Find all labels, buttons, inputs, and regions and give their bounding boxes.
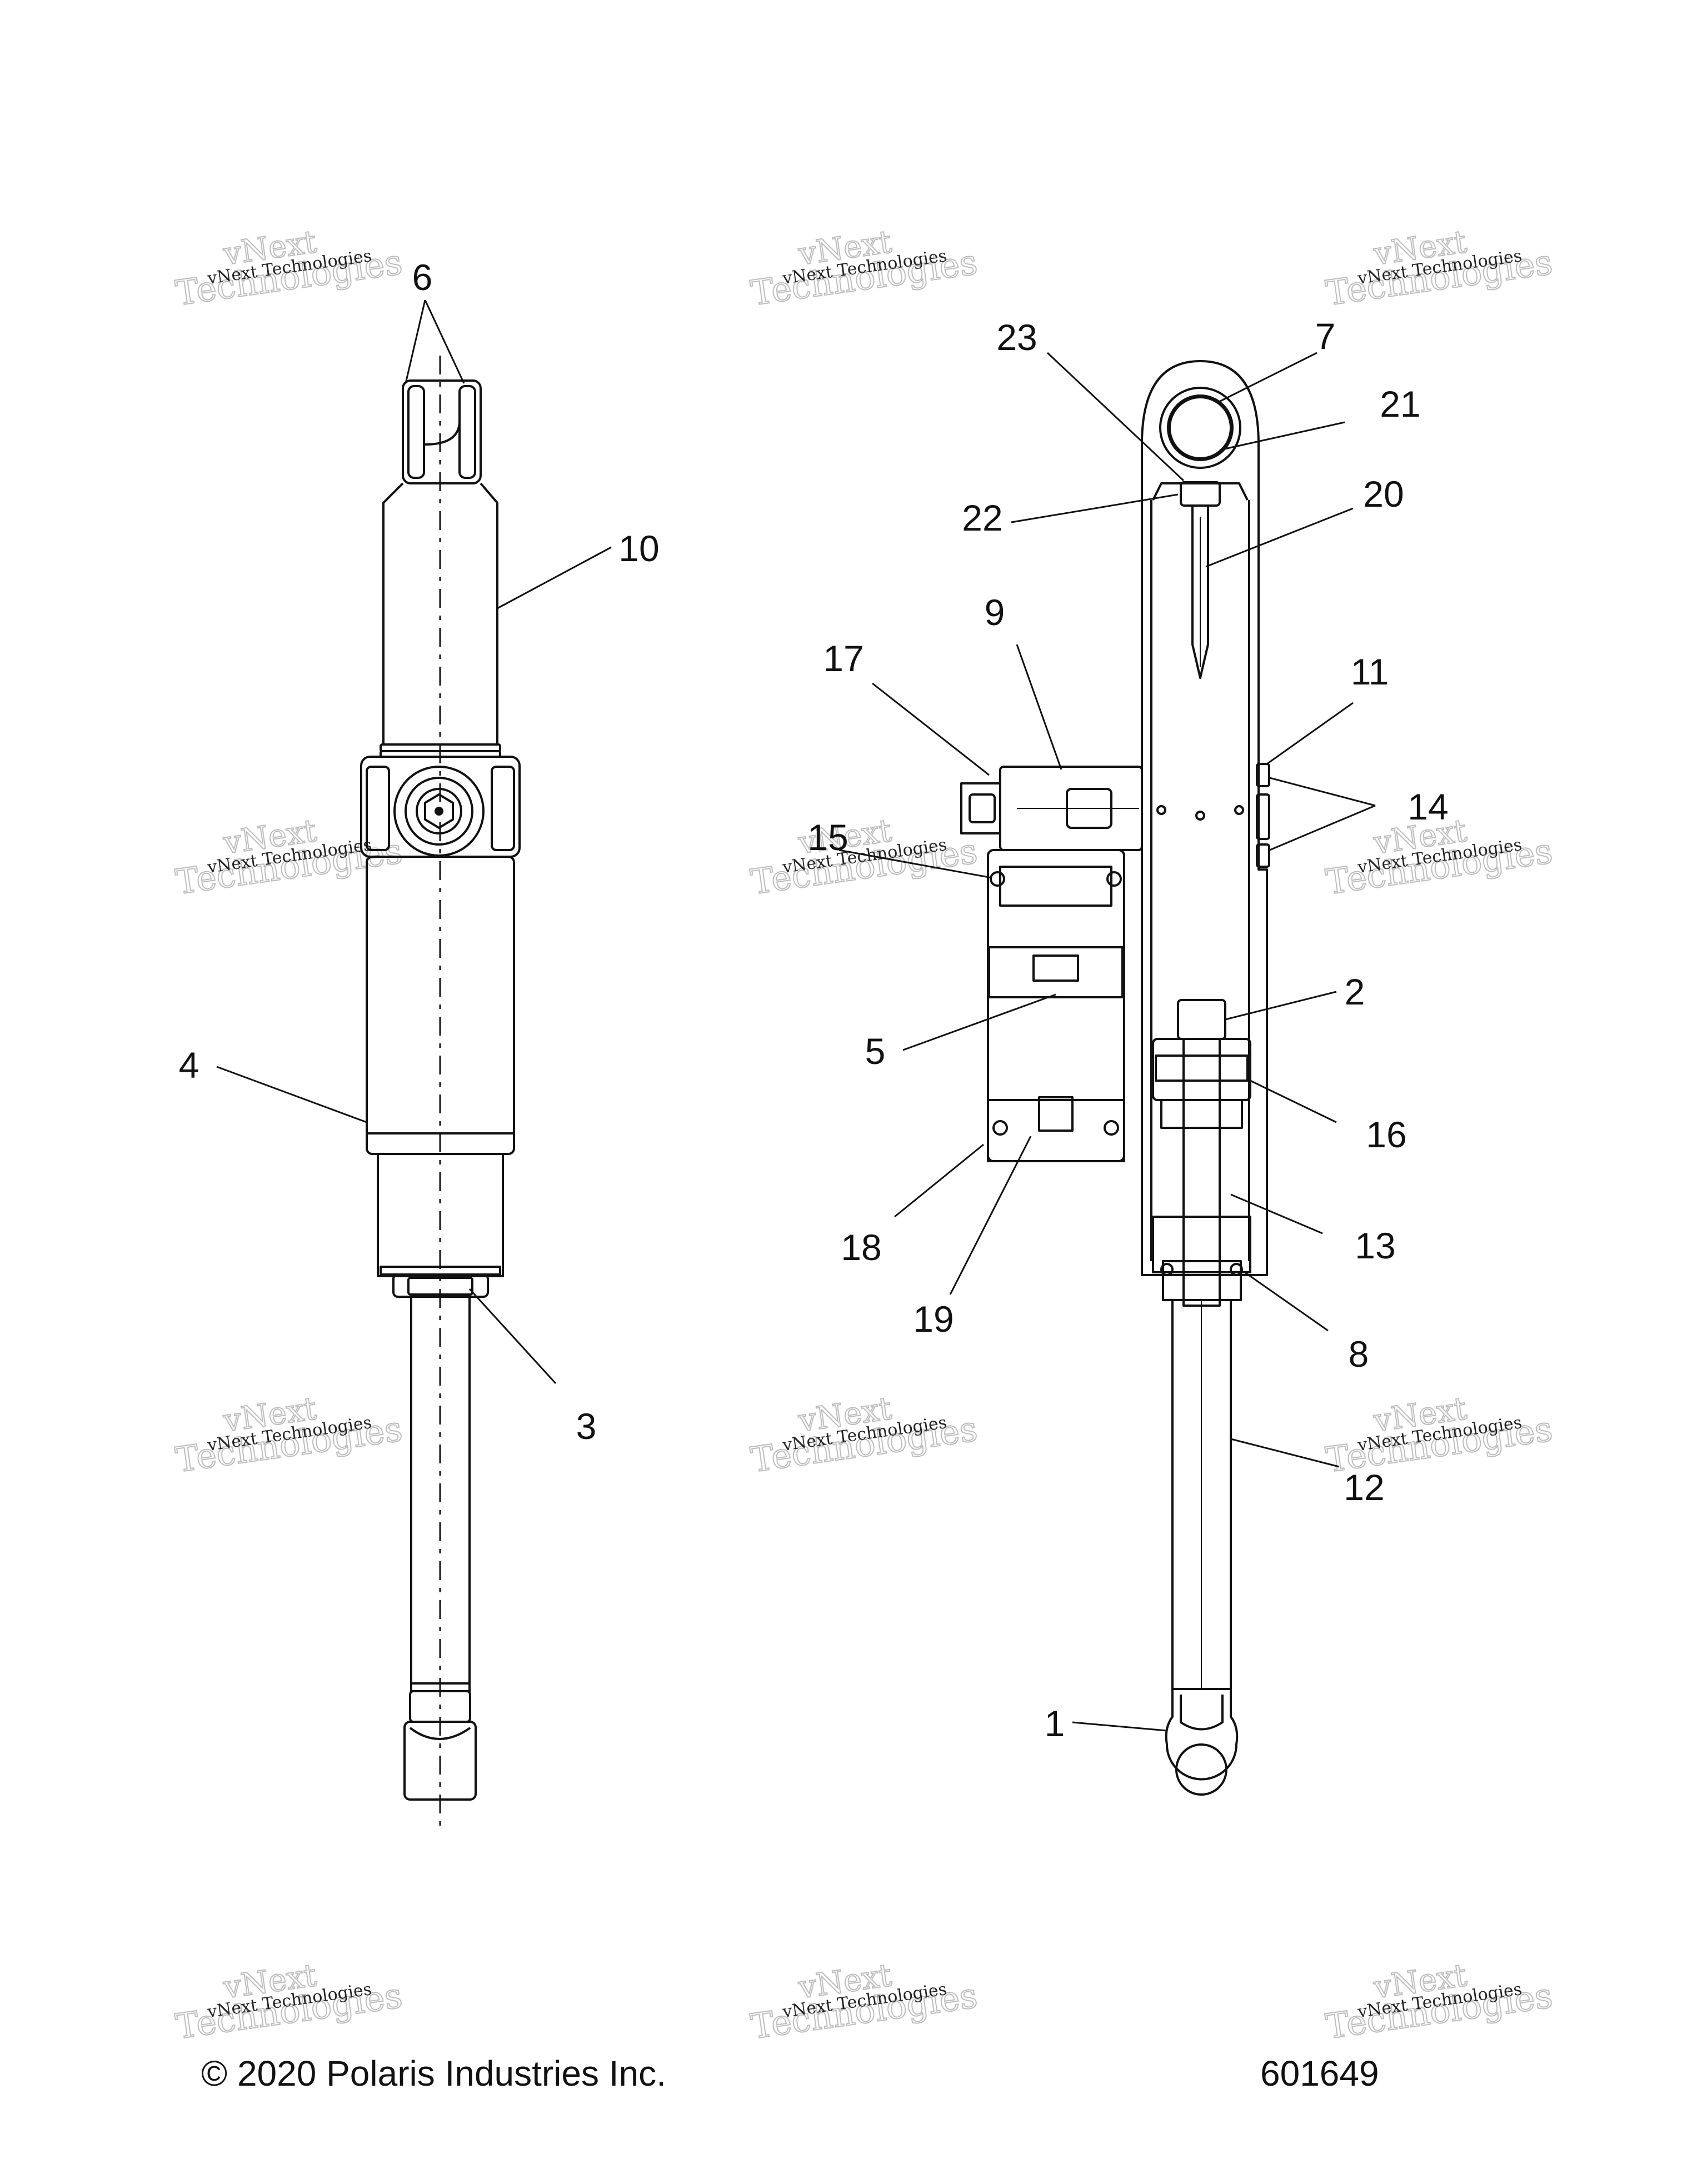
- callout-15: 15: [807, 817, 848, 858]
- drawing-number: 601649: [1260, 2053, 1379, 2093]
- reservoir-bottom: [987, 1099, 1125, 1162]
- bottom-eye-bushing: [1175, 1743, 1227, 1796]
- shock-exterior-view: [360, 356, 521, 1828]
- adjuster-center: [435, 807, 443, 816]
- callout-17: 17: [823, 638, 864, 679]
- reservoir-oring: [990, 871, 1005, 887]
- reservoir: [987, 849, 1125, 1162]
- watermark: Technologies vNext vNext Technologies: [1323, 1957, 1555, 2047]
- callout-19: 19: [913, 1298, 954, 1340]
- shaft-inner: [1182, 1038, 1221, 1307]
- top-bushing-ring: [1167, 394, 1234, 461]
- valve-adjuster-knob: [969, 793, 996, 823]
- top-bushing: [1159, 387, 1241, 469]
- watermark: Technologies vNext vNext Technologies: [173, 223, 405, 314]
- piston-valve: [1160, 1099, 1243, 1129]
- top-clevis-slot: [425, 422, 461, 446]
- bypass-port: [1256, 763, 1270, 787]
- callout-3: 3: [576, 1406, 597, 1447]
- callout-16: 16: [1366, 1114, 1406, 1155]
- callout-14: 14: [1407, 786, 1448, 827]
- reservoir-bottom-oring: [992, 1120, 1008, 1136]
- body-housing: [1141, 360, 1268, 1276]
- seal-head-bushing: [1162, 1260, 1242, 1301]
- bypass-port: [1256, 793, 1270, 840]
- bottom-eye-slot-section: [1180, 1695, 1224, 1731]
- ifp-piston-core: [1032, 954, 1079, 982]
- metering-needle: [1191, 506, 1209, 679]
- bottom-eye-section: [1165, 1689, 1239, 1781]
- seal-head-oring: [1230, 1263, 1243, 1276]
- bottom-cap: [377, 1153, 504, 1277]
- top-clevis: [402, 379, 482, 484]
- body-hole: [1195, 811, 1205, 821]
- watermark: Technologies vNext vNext Technologies: [173, 1390, 405, 1481]
- callout-22: 22: [962, 497, 1002, 538]
- callout-12: 12: [1344, 1467, 1384, 1508]
- adjuster-hex: [424, 793, 454, 829]
- watermark: Technologies vNext vNext Technologies: [173, 812, 405, 903]
- callout-8: 8: [1349, 1333, 1369, 1375]
- callout-13: 13: [1355, 1225, 1395, 1266]
- piston-assembly: [1152, 1038, 1251, 1101]
- callout-7: 7: [1315, 316, 1336, 357]
- top-clevis-ear-left: [407, 385, 425, 479]
- callout-18: 18: [841, 1227, 881, 1268]
- watermark: Technologies vNext vNext Technologies: [748, 812, 980, 903]
- watermark: Technologies vNext vNext Technologies: [1323, 1390, 1555, 1481]
- seal-head-oring: [1160, 1263, 1174, 1276]
- copyright-notice: © 2020 Polaris Industries Inc.: [201, 2053, 666, 2093]
- callout-labels: 6 10 4 3 7 23 21 22 20 9 17 11 14 15 2 5…: [179, 257, 1449, 1744]
- watermarks: Technologies vNext vNext Technologies Te…: [173, 223, 1555, 2047]
- schrader-valve: [1038, 1096, 1074, 1132]
- reservoir-bottom-oring: [1104, 1120, 1119, 1136]
- reservoir-cap: [999, 866, 1112, 907]
- callout-9: 9: [985, 592, 1005, 633]
- top-bushing-inner: [1169, 396, 1232, 459]
- adjuster-knob-inner: [416, 788, 462, 834]
- callout-11: 11: [1351, 651, 1389, 692]
- reservoir-oring: [1106, 871, 1122, 887]
- body-cap: [1152, 482, 1249, 501]
- seal-head-section: [1152, 1216, 1251, 1273]
- callout-10: 10: [618, 528, 659, 569]
- bottom-eye-slot: [409, 1727, 471, 1740]
- body-hole: [1234, 805, 1244, 815]
- callout-1: 1: [1045, 1703, 1065, 1744]
- top-clevis-ear-right: [458, 385, 476, 479]
- adjuster-block-flange-right: [491, 766, 515, 851]
- callout-20: 20: [1363, 473, 1404, 514]
- watermark: Technologies vNext vNext Technologies: [173, 1957, 405, 2047]
- adjuster-knob: [405, 777, 473, 846]
- ifp-piston: [988, 946, 1124, 998]
- callout-4: 4: [179, 1044, 199, 1086]
- piston-nut: [1177, 999, 1226, 1040]
- callout-6: 6: [412, 257, 433, 298]
- callout-2: 2: [1345, 971, 1365, 1012]
- callout-23: 23: [996, 317, 1037, 358]
- valve-adjuster: [960, 782, 1001, 834]
- callout-21: 21: [1380, 383, 1420, 424]
- watermark: Technologies vNext vNext Technologies: [748, 1957, 980, 2047]
- watermark: Technologies vNext vNext Technologies: [748, 1390, 980, 1481]
- piston-band: [1155, 1054, 1249, 1082]
- leader-lines: [216, 299, 1376, 1732]
- bypass-port: [1256, 843, 1270, 868]
- watermark: Technologies vNext vNext Technologies: [748, 223, 980, 314]
- adjuster-block-flange-left: [366, 766, 390, 851]
- shock-section-view: [960, 360, 1270, 1796]
- watermark: Technologies vNext vNext Technologies: [1323, 223, 1555, 314]
- body-hole: [1156, 805, 1166, 815]
- callout-5: 5: [865, 1031, 886, 1072]
- bleed-plug: [1180, 481, 1221, 507]
